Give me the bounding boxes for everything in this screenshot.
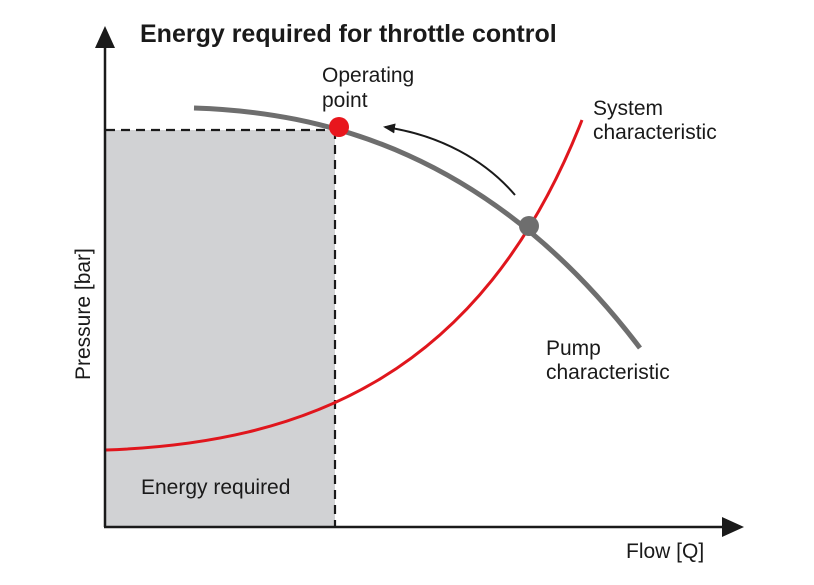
operating-point-marker [329,117,349,137]
pump-characteristic-label-line-2: characteristic [546,361,670,384]
x-axis-label: Flow [Q] [626,540,704,563]
energy-required-label: Energy required [141,476,290,499]
x-axis-arrow-icon [722,517,744,537]
diagram-title: Energy required for throttle control [140,20,557,48]
operating-point-label-line-1: Operating [322,64,414,87]
pump-characteristic-curve [193,105,642,350]
pump-characteristic-label-line-1: Pump [546,337,601,360]
y-axis-label: Pressure [bar] [72,248,95,380]
energy-required-area [106,130,335,527]
system-characteristic-label-line-1: System [593,97,663,120]
operating-point-label-line-2: point [322,89,368,112]
shift-arrow [383,123,516,196]
system-characteristic-label-line-2: characteristic [593,121,717,144]
y-axis-arrow-icon [95,26,115,48]
intersection-point-marker [519,216,539,236]
